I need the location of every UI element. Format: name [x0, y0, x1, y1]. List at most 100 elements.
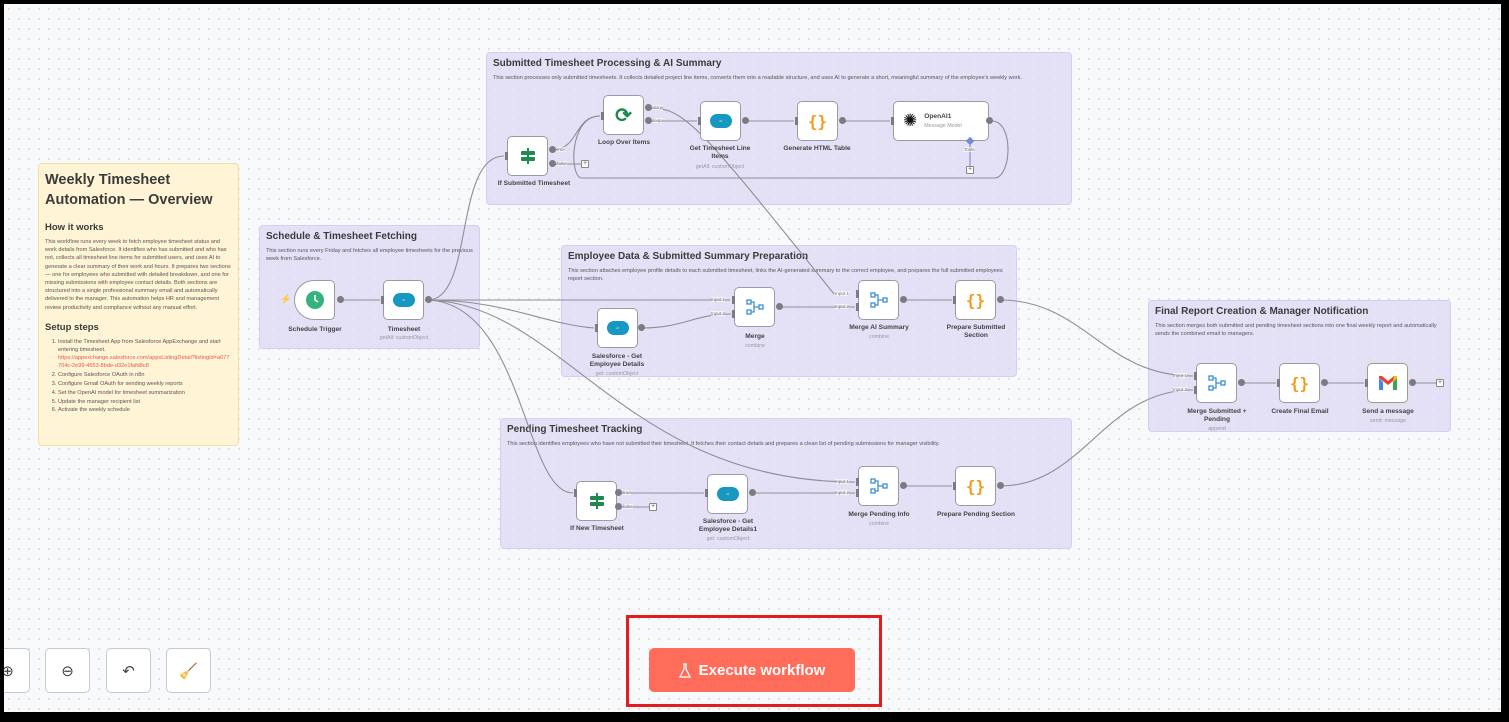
node-label: Timesheet — [387, 326, 421, 333]
port-label: Input 2 — [835, 490, 850, 495]
input-port[interactable] — [505, 152, 508, 160]
port-label: false — [557, 161, 567, 166]
output-port[interactable] — [1409, 379, 1416, 386]
trigger-bolt-icon: ⚡ — [280, 294, 292, 304]
port-label: Input 1 — [835, 479, 850, 484]
node-loop-over-items[interactable]: ⟳ — [603, 95, 644, 135]
workflow-canvas[interactable]: Weekly Timesheet Automation — Overview H… — [4, 4, 1501, 712]
output-port[interactable] — [997, 296, 1004, 303]
output-port[interactable] — [749, 489, 756, 496]
input-port[interactable] — [953, 482, 956, 490]
input-port-2[interactable] — [856, 489, 859, 497]
input-port-2[interactable] — [732, 310, 735, 318]
node-label: Schedule Trigger — [288, 326, 342, 333]
output-port[interactable] — [742, 117, 749, 124]
port-label: false — [623, 504, 633, 509]
output-port-done[interactable] — [645, 104, 652, 111]
node-create-final-email[interactable]: {} — [1279, 363, 1320, 403]
appexchange-link[interactable]: https://appexchange.salesforce.com/appxL… — [58, 355, 230, 370]
node-get-timesheet-line-items[interactable]: sf — [700, 101, 741, 141]
node-label: OpenAI1 — [924, 113, 952, 120]
input-port[interactable] — [891, 117, 894, 125]
input-port[interactable] — [795, 117, 798, 125]
overview-sticky-note[interactable]: Weekly Timesheet Automation — Overview H… — [38, 163, 239, 446]
output-port[interactable] — [997, 482, 1004, 489]
node-salesforce-get-employee-details[interactable]: sf — [597, 308, 638, 348]
output-port-false[interactable] — [549, 160, 556, 167]
node-merge[interactable] — [734, 287, 775, 327]
how-text: This workflow runs every week to fetch e… — [45, 239, 231, 311]
port-label: Tools — [964, 147, 975, 152]
node-prepare-submitted-section[interactable]: {} — [955, 280, 996, 320]
tidy-up-button[interactable]: 🧹 — [166, 648, 211, 693]
node-prepare-pending-section[interactable]: {} — [955, 466, 996, 506]
zoom-in-icon: ⊕ — [4, 662, 14, 680]
input-port[interactable] — [953, 296, 956, 304]
output-port[interactable] — [425, 296, 432, 303]
zoom-in-button[interactable]: ⊕ — [4, 648, 30, 693]
code-icon: {} — [1289, 373, 1310, 393]
input-port[interactable] — [601, 112, 604, 120]
node-merge-pending-info[interactable] — [858, 466, 899, 506]
node-if-new-timesheet[interactable] — [576, 481, 617, 521]
output-port[interactable] — [1321, 379, 1328, 386]
input-port[interactable] — [1277, 379, 1280, 387]
node-send-a-message[interactable] — [1367, 363, 1408, 403]
input-port[interactable] — [1365, 379, 1368, 387]
output-port[interactable] — [839, 117, 846, 124]
node-merge-ai-summary[interactable] — [858, 280, 899, 320]
input-port-1[interactable] — [1194, 372, 1197, 380]
input-port[interactable] — [705, 489, 708, 497]
add-tool-button[interactable]: + — [966, 166, 974, 174]
input-port[interactable] — [574, 489, 577, 497]
input-port[interactable] — [595, 324, 598, 332]
node-timesheet[interactable]: sf — [383, 280, 424, 320]
how-heading: How it works — [45, 222, 104, 233]
execute-workflow-button[interactable]: Execute workflow — [649, 648, 855, 692]
output-port-true[interactable] — [615, 489, 622, 496]
node-subtitle: combine — [744, 343, 766, 349]
input-port-1[interactable] — [732, 296, 735, 304]
input-port[interactable] — [381, 296, 384, 304]
output-port[interactable] — [776, 303, 783, 310]
code-icon: {} — [965, 290, 986, 310]
input-port-1[interactable] — [856, 290, 859, 298]
add-node-button[interactable]: + — [581, 160, 589, 168]
input-port[interactable] — [698, 117, 701, 125]
execute-label: Execute workflow — [698, 661, 826, 679]
output-port[interactable] — [1238, 379, 1245, 386]
node-merge-submitted-pending[interactable] — [1196, 363, 1237, 403]
node-schedule-trigger[interactable] — [294, 280, 335, 320]
output-port[interactable] — [900, 482, 907, 489]
output-port[interactable] — [337, 296, 344, 303]
node-if-submitted-timesheet[interactable] — [507, 136, 548, 176]
add-node-button[interactable]: + — [1436, 379, 1444, 387]
merge-icon — [869, 478, 888, 494]
node-label: Salesforce - Get Employee Details — [589, 353, 645, 368]
node-label: Create Final Email — [1271, 408, 1329, 415]
output-port[interactable] — [900, 296, 907, 303]
zoom-out-button[interactable]: ⊖ — [45, 648, 90, 693]
input-port-2[interactable] — [1194, 386, 1197, 394]
output-port[interactable] — [986, 117, 993, 124]
setup-step: Update the manager recipient list — [58, 398, 232, 406]
input-port-2[interactable] — [856, 303, 859, 311]
node-label: If Submitted Timesheet — [497, 180, 571, 187]
output-port-false[interactable] — [615, 503, 622, 510]
setup-step: Configure Salesforce OAuth in n8n — [58, 371, 232, 379]
node-label: Merge AI Summary — [849, 324, 909, 331]
section-title: Final Report Creation & Manager Notifica… — [1155, 306, 1369, 317]
setup-step: Set the OpenAI model for timesheet summa… — [58, 389, 232, 397]
undo-button[interactable]: ↶ — [106, 648, 151, 693]
output-port-loop[interactable] — [645, 117, 652, 124]
output-port-true[interactable] — [549, 146, 556, 153]
node-generate-html-table[interactable]: {} — [797, 101, 838, 141]
add-node-button[interactable]: + — [649, 503, 657, 511]
loop-icon: ⟳ — [615, 104, 632, 127]
node-salesforce-get-employee-details1[interactable]: sf — [707, 474, 748, 514]
section-schedule[interactable]: Schedule & Timesheet Fetching This secti… — [259, 225, 480, 349]
sticky-title: Weekly Timesheet Automation — Overview — [45, 172, 213, 208]
output-port[interactable] — [638, 324, 645, 331]
input-port-1[interactable] — [856, 478, 859, 486]
